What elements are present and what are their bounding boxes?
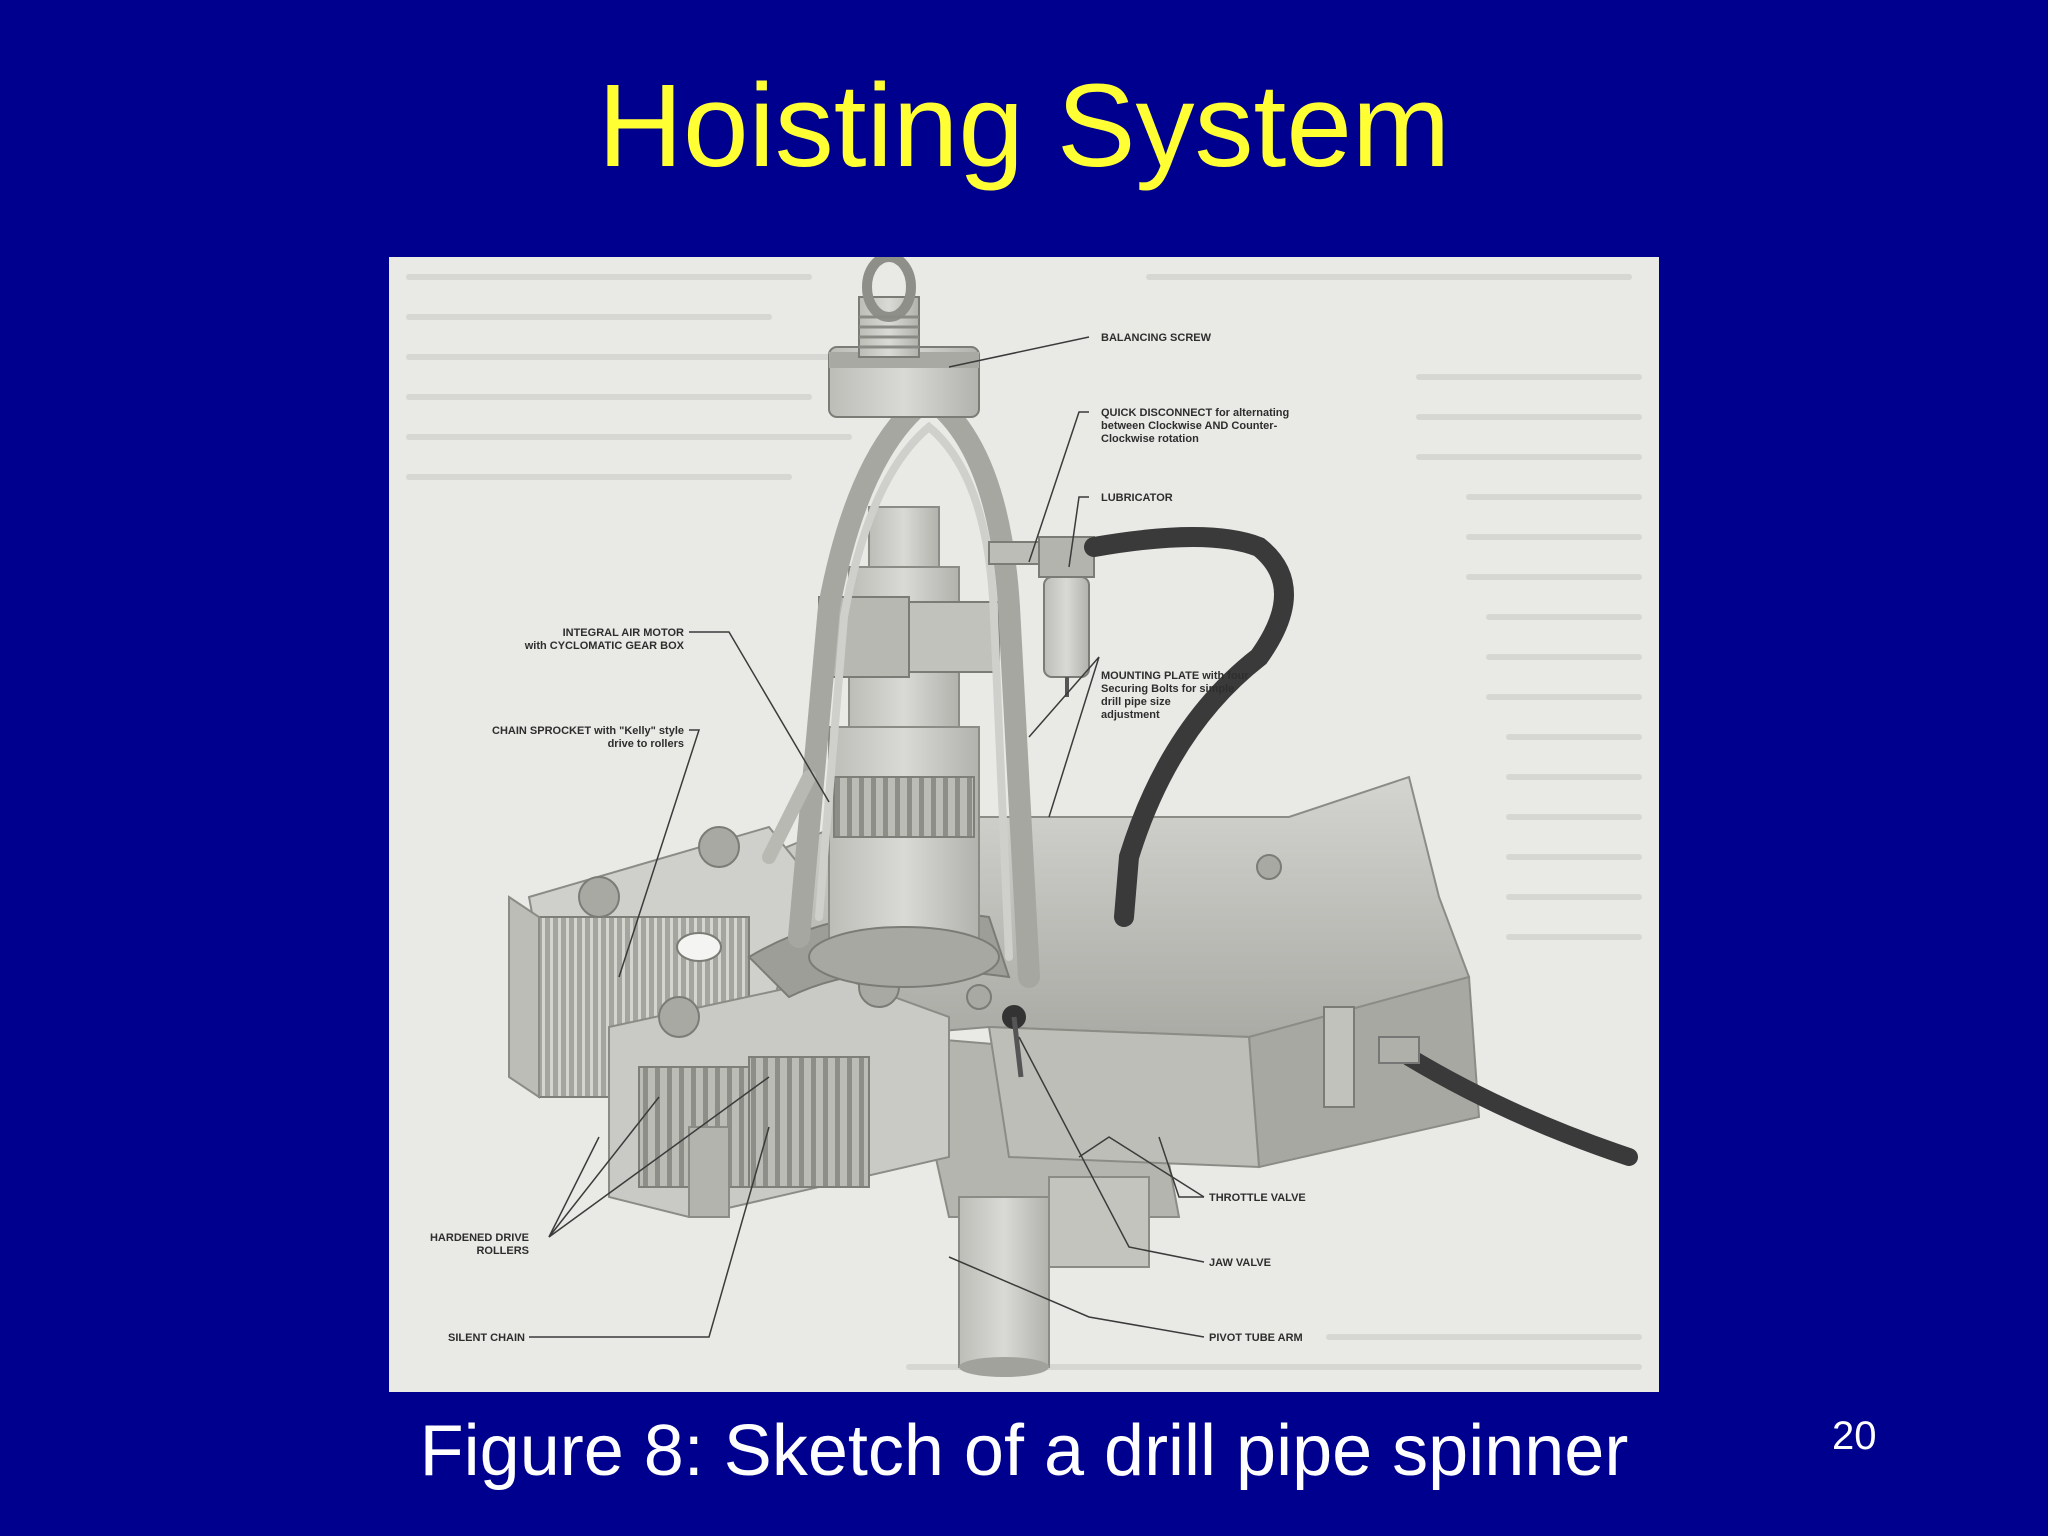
label-integral-air-motor-2: with CYCLOMATIC GEAR BOX [524, 640, 685, 652]
label-integral-air-motor-1: INTEGRAL AIR MOTOR [563, 627, 684, 639]
figure-caption: Figure 8: Sketch of a drill pipe spinner [419, 1411, 1629, 1491]
label-mounting-plate-1: MOUNTING PLATE with four [1101, 670, 1249, 682]
label-chain-sprocket-1: CHAIN SPROCKET with "Kelly" style [492, 725, 684, 737]
label-mounting-plate-2: Securing Bolts for simple [1101, 683, 1234, 695]
label-hardened-drive-rollers-2: ROLLERS [476, 1245, 529, 1257]
label-chain-sprocket-2: drive to rollers [608, 738, 684, 750]
label-mounting-plate-3: drill pipe size [1101, 696, 1171, 708]
slide-title: Hoisting System [597, 60, 1451, 192]
label-pivot-tube-arm: PIVOT TUBE ARM [1209, 1332, 1303, 1344]
drill-pipe-spinner-sketch: BALANCING SCREW QUICK DISCONNECT for alt… [406, 257, 1642, 1377]
label-silent-chain: SILENT CHAIN [448, 1332, 525, 1344]
label-quick-disconnect-1: QUICK DISCONNECT for alternating [1101, 407, 1289, 419]
balancing-screw [828, 257, 980, 418]
callout-labels: BALANCING SCREW QUICK DISCONNECT for alt… [430, 332, 1306, 1344]
label-quick-disconnect-2: between Clockwise AND Counter- [1101, 420, 1278, 432]
figure-panel: BALANCING SCREW QUICK DISCONNECT for alt… [389, 257, 1659, 1392]
label-jaw-valve: JAW VALVE [1209, 1257, 1271, 1269]
label-quick-disconnect-3: Clockwise rotation [1101, 433, 1199, 445]
slide-number: 20 [1832, 1414, 1877, 1458]
label-lubricator: LUBRICATOR [1101, 492, 1173, 504]
leader-lines [529, 336, 1205, 1338]
label-mounting-plate-4: adjustment [1101, 709, 1160, 721]
label-hardened-drive-rollers-1: HARDENED DRIVE [430, 1232, 529, 1244]
spinner-body [508, 775, 1481, 1377]
air-motor-column [808, 506, 1000, 988]
label-throttle-valve: THROTTLE VALVE [1209, 1192, 1306, 1204]
air-hose [1084, 527, 1638, 1166]
lubricator [988, 536, 1095, 697]
label-balancing-screw: BALANCING SCREW [1101, 332, 1212, 344]
